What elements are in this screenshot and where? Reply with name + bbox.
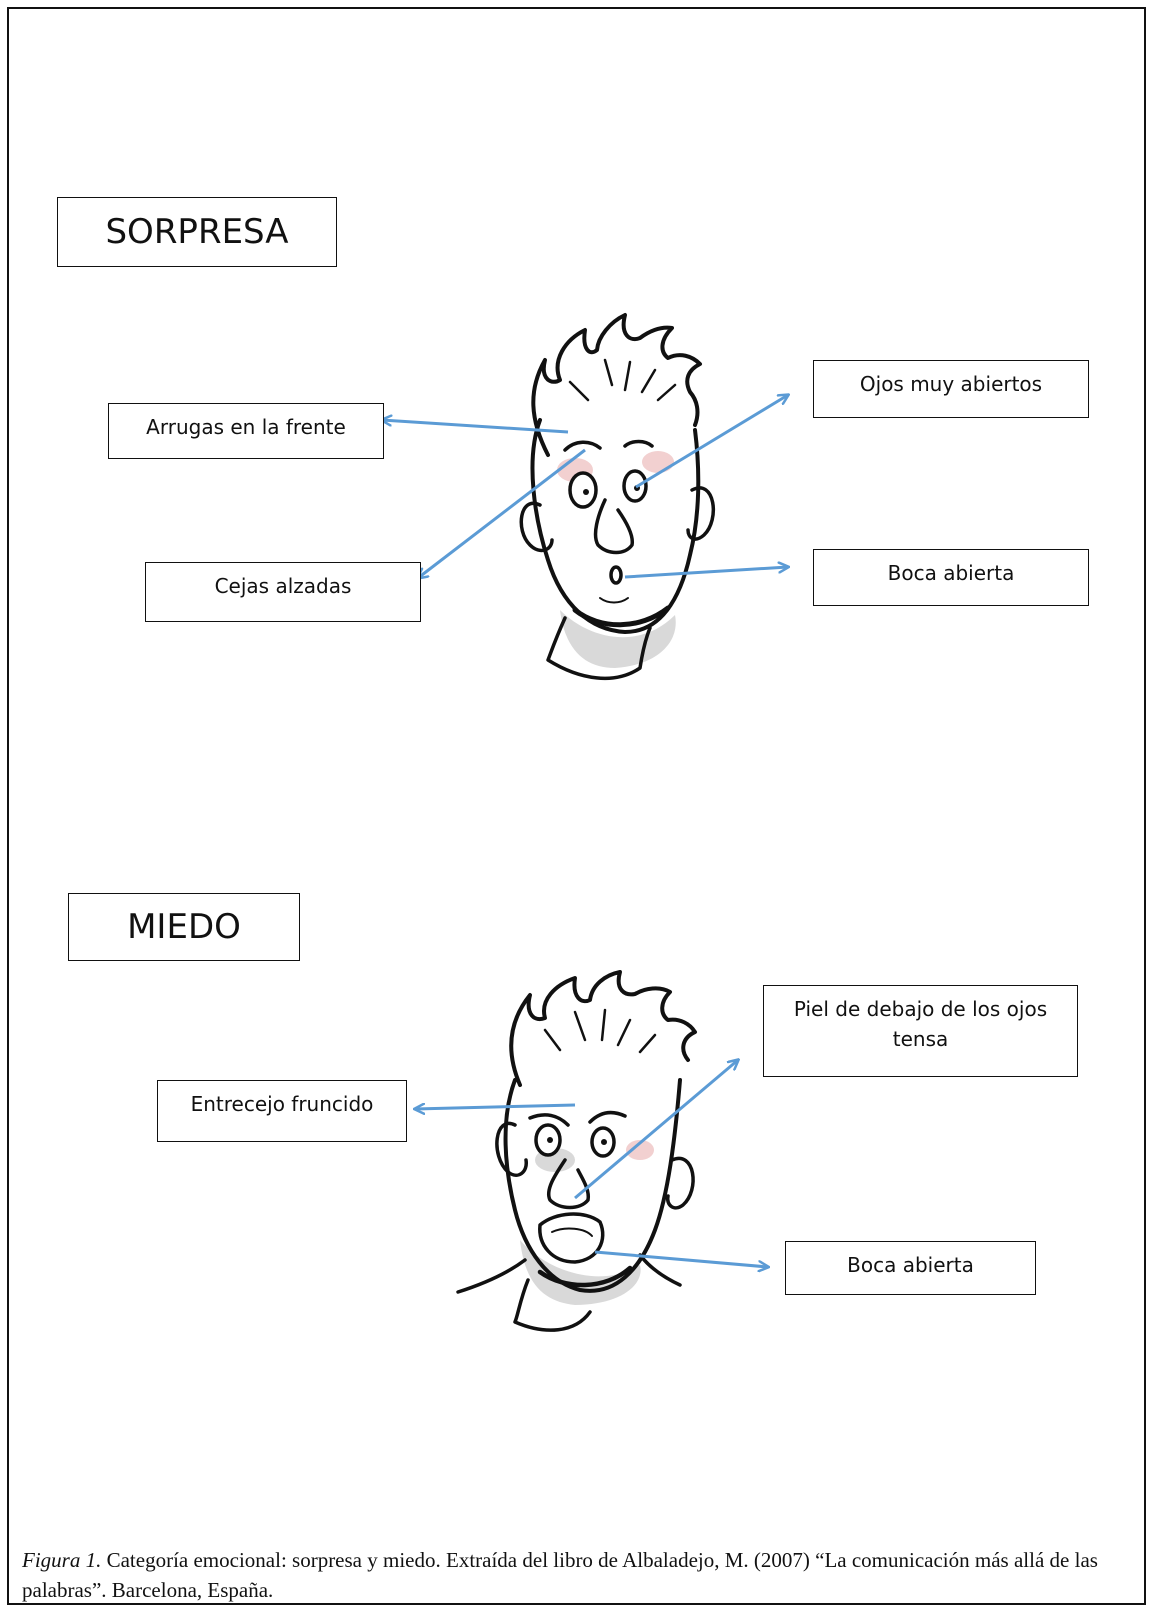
label-text: Piel de debajo de los ojos tensa <box>793 997 1048 1051</box>
surprised-face-illustration <box>519 313 716 680</box>
arrow-eyes <box>635 395 788 489</box>
label-arrugas-en-la-frente: Arrugas en la frente <box>108 403 384 459</box>
label-entrecejo-fruncido: Entrecejo fruncido <box>157 1080 407 1142</box>
label-text: Boca abierta <box>847 1253 974 1277</box>
arrow-mouth-fear <box>594 1250 768 1267</box>
label-piel-debajo-ojos-tensa: Piel de debajo de los ojos tensa <box>763 985 1078 1077</box>
arrow-under-eyes <box>574 1060 738 1200</box>
label-boca-abierta-sorpresa: Boca abierta <box>813 549 1089 606</box>
label-ojos-muy-abiertos: Ojos muy abiertos <box>813 360 1089 418</box>
sorpresa-arrows <box>382 395 788 578</box>
miedo-title-box: MIEDO <box>68 893 300 961</box>
figure-frame <box>7 7 1146 1605</box>
label-cejas-alzadas: Cejas alzadas <box>145 562 421 622</box>
miedo-title: MIEDO <box>127 907 241 947</box>
sorpresa-title-box: SORPRESA <box>57 197 337 267</box>
arrow-mouth <box>624 567 788 579</box>
arrow-forehead <box>382 420 569 434</box>
label-text: Ojos muy abiertos <box>859 372 1043 396</box>
label-text: Entrecejo fruncido <box>190 1092 374 1116</box>
label-boca-abierta-miedo: Boca abierta <box>785 1241 1036 1295</box>
sorpresa-title: SORPRESA <box>105 212 289 252</box>
arrow-brow <box>415 1105 576 1109</box>
label-text: Cejas alzadas <box>214 574 352 598</box>
figure-caption: Figura 1. Categoría emocional: sorpresa … <box>22 1545 1132 1605</box>
miedo-arrows <box>415 1060 768 1267</box>
figure-label: Figura 1. <box>22 1548 102 1572</box>
label-text: Boca abierta <box>887 561 1015 585</box>
label-text: Arrugas en la frente <box>146 415 346 439</box>
arrow-brows <box>418 448 586 578</box>
frightened-face-illustration <box>456 970 697 1332</box>
caption-text: Categoría emocional: sorpresa y miedo. E… <box>22 1548 1098 1602</box>
